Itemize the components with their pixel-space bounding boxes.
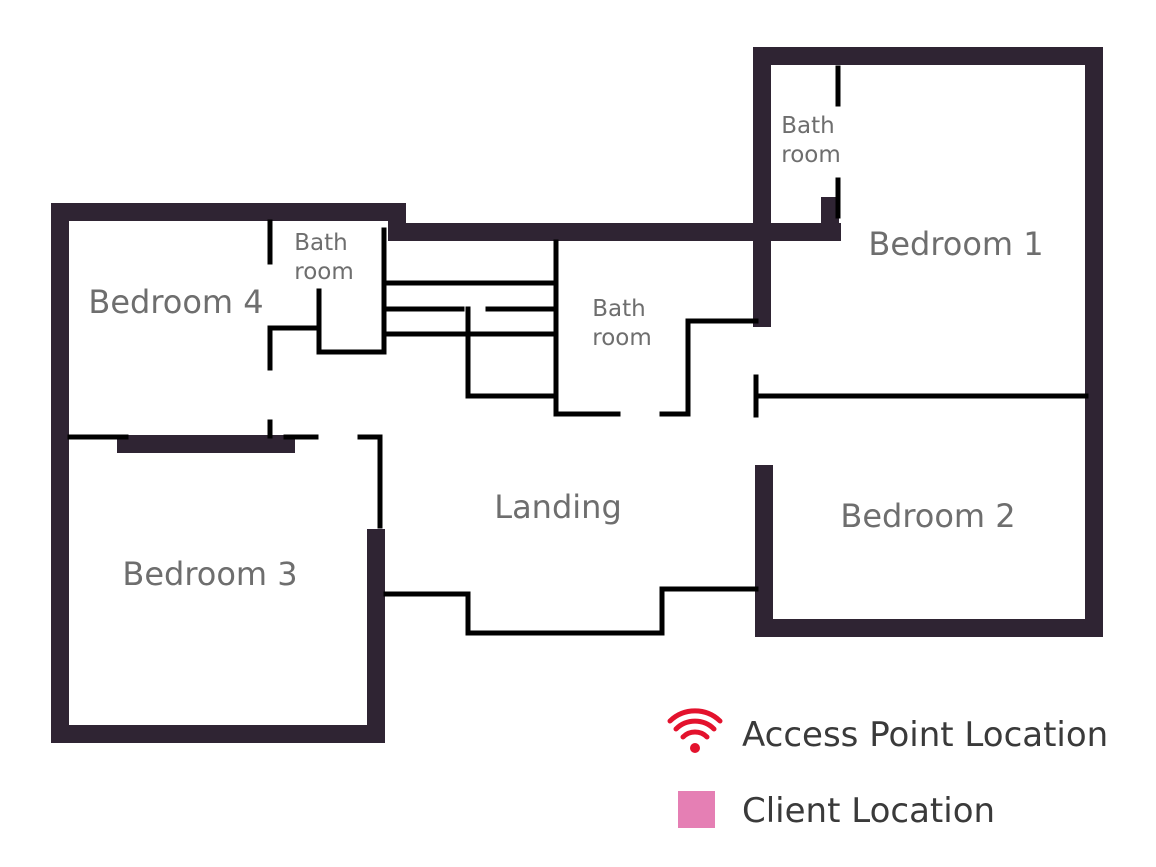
legend: Access Point Location Client Location xyxy=(667,708,1108,831)
legend-access-point-label: Access Point Location xyxy=(742,715,1108,755)
outer-wall-left-block xyxy=(51,203,385,743)
mid-bath-left-wall xyxy=(553,239,621,417)
small-bath-bottom-wall xyxy=(316,288,387,355)
inner-walls xyxy=(67,65,1089,636)
label-bedroom-4: Bedroom 4 xyxy=(88,283,263,321)
label-bedroom-3: Bedroom 3 xyxy=(122,555,297,593)
label-bedroom-2: Bedroom 2 xyxy=(840,497,1015,535)
wifi-icon xyxy=(667,708,723,753)
label-bathroom-top-right-2: room xyxy=(781,142,841,168)
outer-walls xyxy=(51,47,1103,743)
legend-client-label: Client Location xyxy=(742,791,995,831)
outer-wall-top-mid xyxy=(51,203,771,241)
label-bedroom-1: Bedroom 1 xyxy=(868,225,1043,263)
label-bathroom-small-1: Bath xyxy=(294,230,347,256)
mid-bath-right-wall xyxy=(659,318,759,417)
label-landing: Landing xyxy=(494,488,622,526)
room-labels: Bedroom 1 Bedroom 2 Bedroom 3 Bedroom 4 … xyxy=(88,113,1043,593)
landing-bottom-wall xyxy=(383,586,759,636)
square-icon xyxy=(678,791,715,828)
small-bath-left-lower xyxy=(267,325,322,371)
label-bathroom-small-2: room xyxy=(294,259,354,285)
outer-wall-right-block xyxy=(753,47,1103,637)
bed3-door-wall xyxy=(357,434,383,529)
label-bathroom-mid-2: room xyxy=(592,325,652,351)
linen-cupboard xyxy=(465,306,559,399)
label-bathroom-top-right-1: Bath xyxy=(781,113,834,139)
label-bathroom-mid-1: Bath xyxy=(592,296,645,322)
